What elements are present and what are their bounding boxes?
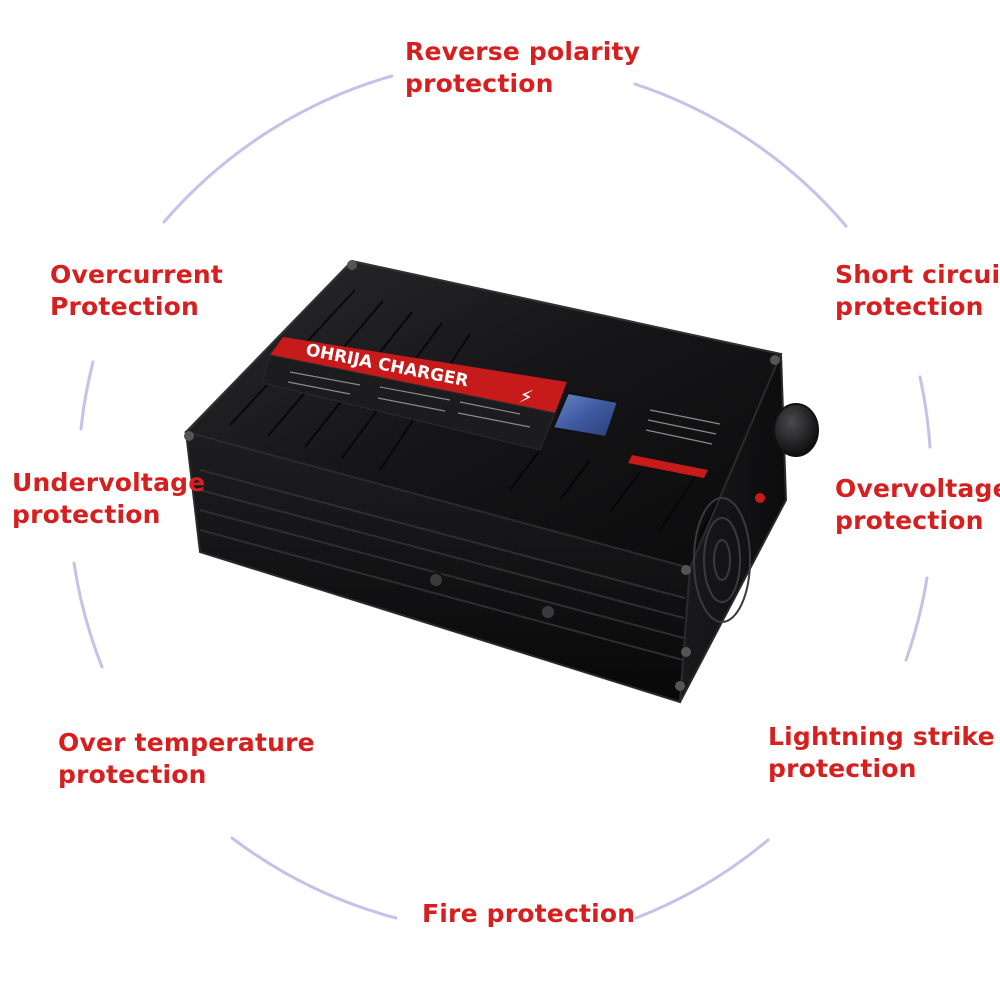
ring-arc [162, 74, 394, 224]
corner-screw [770, 355, 780, 365]
feature-line: Overcurrent [50, 260, 224, 289]
adjust-knob [773, 403, 819, 457]
corner-screw [681, 647, 691, 657]
brand-label-band [270, 337, 567, 413]
feature-line: protection [835, 506, 984, 535]
lightning-logo: ⚡ [517, 383, 535, 409]
front-grooves [199, 469, 686, 661]
feature-line: Lightning strike [768, 722, 995, 751]
feature-line: protection [12, 500, 161, 529]
feature-reverse-polarity: Reverse polarity protection [405, 36, 640, 100]
feature-fire: Fire protection [422, 898, 635, 930]
ring-arc [633, 82, 848, 228]
ring-arc [904, 576, 929, 662]
feature-line: Protection [50, 292, 200, 321]
feature-line: Fire protection [422, 899, 636, 928]
mount-screw [428, 572, 444, 588]
feature-line: protection [768, 754, 917, 783]
feature-line: Short circuit [835, 260, 1000, 289]
corner-screw [184, 431, 194, 441]
feature-line: protection [58, 760, 207, 789]
mount-screw [540, 604, 556, 620]
feature-undervoltage: Undervoltage protection [12, 467, 205, 531]
protection-ring [72, 74, 932, 920]
corner-screw [681, 565, 691, 575]
feature-line: Undervoltage [12, 468, 206, 497]
ring-arc [72, 561, 104, 669]
battery-charger: OHRIJA CHARGER ⚡ [184, 259, 819, 704]
spec-fine-print [287, 371, 721, 445]
feature-line: Reverse polarity [405, 37, 641, 66]
power-indicator [755, 493, 765, 503]
ring-arc [230, 836, 398, 920]
ring-arc [634, 838, 770, 920]
feature-overvoltage: Overvoltage protection [835, 473, 1000, 537]
feature-over-temperature: Over temperature protection [58, 727, 315, 791]
lcd-screen [551, 391, 620, 439]
brand-label-panel [261, 354, 556, 451]
feature-line: protection [405, 69, 554, 98]
warning-stripe [628, 455, 708, 478]
feature-lightning-strike: Lightning strike protection [768, 721, 995, 785]
feature-overcurrent: Overcurrent Protection [50, 259, 223, 323]
corner-screw [347, 260, 357, 270]
corner-screw [675, 681, 685, 691]
output-cable [752, 455, 768, 495]
feature-line: protection [835, 292, 984, 321]
feature-line: Over temperature [58, 728, 315, 757]
feature-line: Overvoltage [835, 474, 1000, 503]
fan-grill [693, 497, 751, 623]
feature-short-circuit: Short circuit protection [835, 259, 1000, 323]
ring-arc [918, 375, 932, 449]
ring-arc [79, 360, 95, 431]
